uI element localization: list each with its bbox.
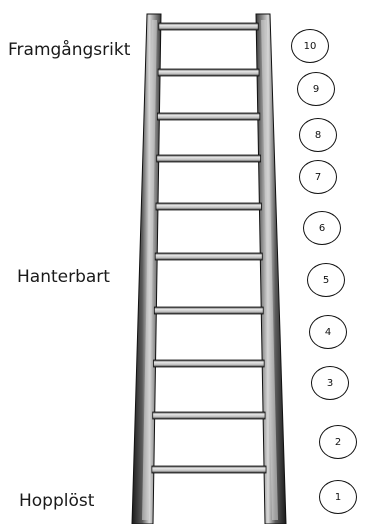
label-successful: Framgångsrikt (8, 40, 131, 60)
scale-circle-5[interactable]: 5 (307, 263, 345, 297)
ladder-rung (154, 252, 263, 261)
scale-circle-2[interactable]: 2 (319, 425, 357, 459)
ladder-rung (158, 22, 259, 31)
scale-number: 3 (326, 377, 334, 389)
scale-number: 7 (314, 171, 322, 183)
ladder-rung (156, 154, 261, 163)
ladder-rungs (151, 22, 267, 474)
scale-number: 4 (324, 326, 332, 338)
scale-circle-3[interactable]: 3 (311, 366, 349, 400)
label-hopeless: Hopplöst (19, 491, 95, 511)
ladder-rung (155, 202, 262, 211)
ladder-rung (153, 306, 264, 315)
scale-circle-4[interactable]: 4 (309, 315, 347, 349)
scale-circle-1[interactable]: 1 (319, 480, 357, 514)
scale-number: 8 (314, 129, 322, 141)
label-manageable: Hanterbart (17, 267, 110, 287)
ladder-rung (157, 68, 260, 77)
scale-number: 6 (318, 222, 326, 234)
scale-circle-9[interactable]: 9 (297, 72, 335, 106)
scale-circle-6[interactable]: 6 (303, 211, 341, 245)
ladder-rung (153, 359, 265, 368)
scale-number: 2 (334, 436, 342, 448)
scale-number: 1 (334, 491, 342, 503)
ladder-rung (151, 465, 267, 474)
scale-number: 9 (312, 83, 320, 95)
ladder-rung (156, 112, 261, 121)
ladder-rung (152, 411, 266, 420)
scale-circle-7[interactable]: 7 (299, 160, 337, 194)
scale-number: 10 (303, 40, 317, 52)
scale-circle-10[interactable]: 10 (291, 29, 329, 63)
scale-number: 5 (322, 274, 330, 286)
scale-circle-8[interactable]: 8 (299, 118, 337, 152)
